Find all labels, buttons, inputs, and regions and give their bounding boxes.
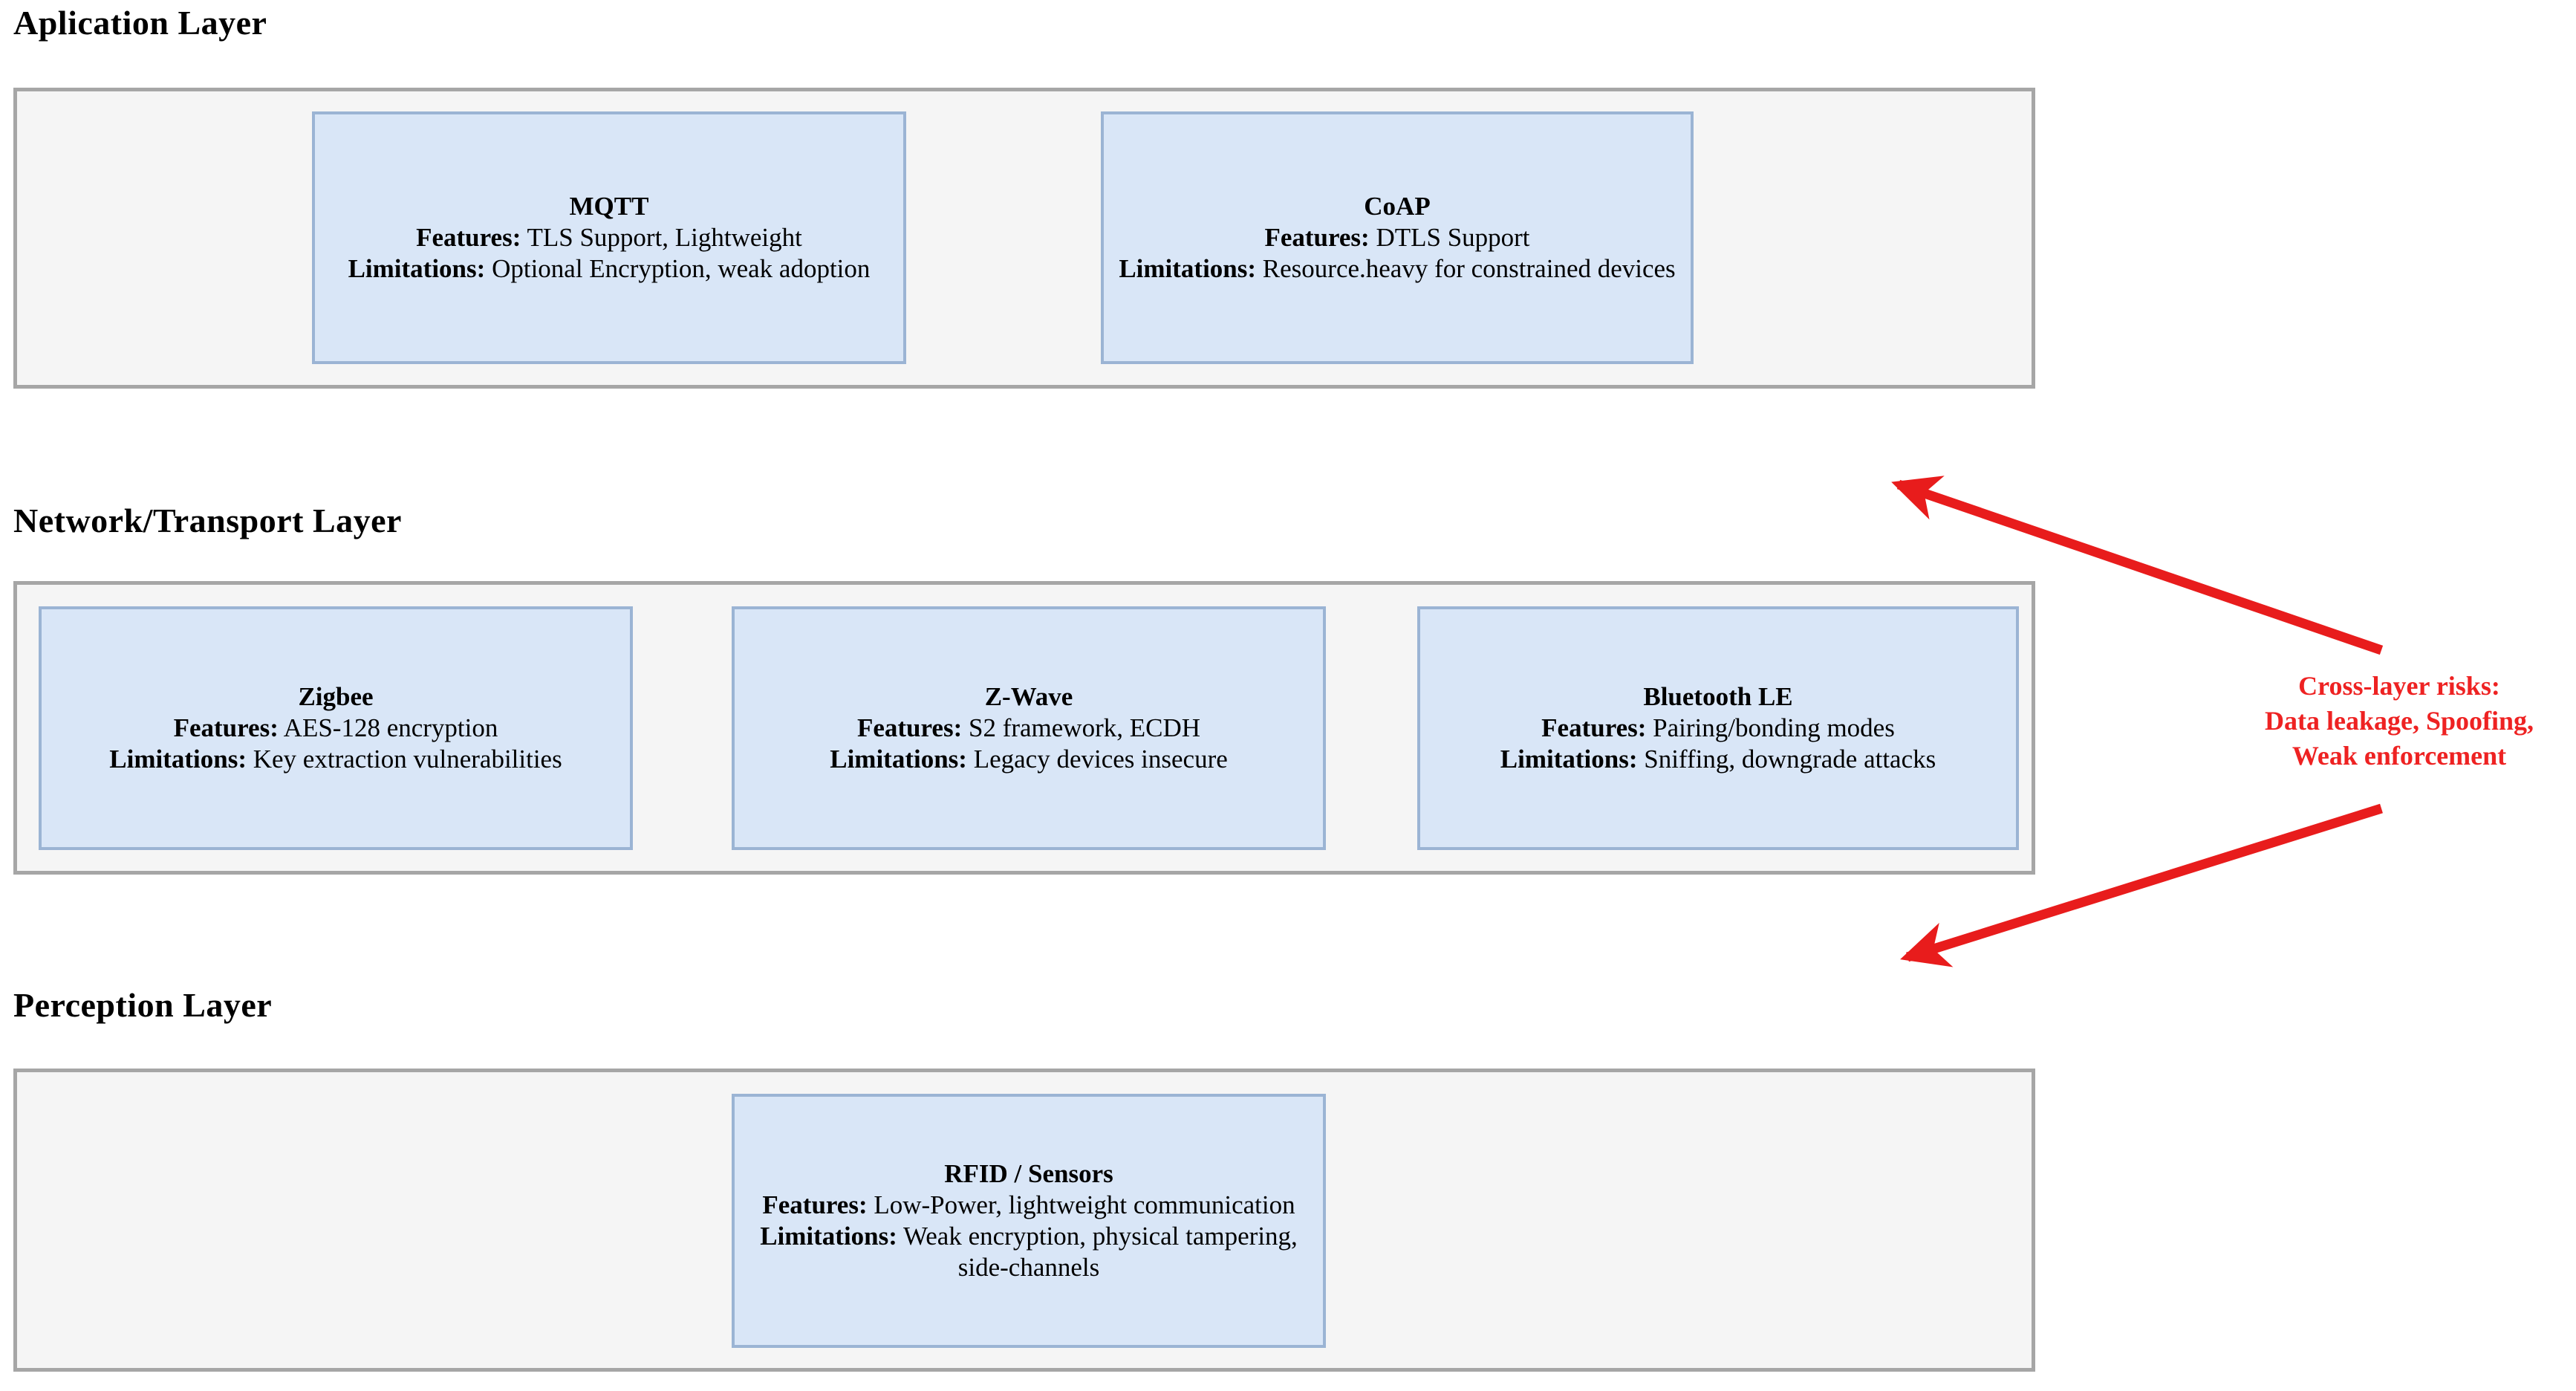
protocol-name-coap: CoAP [1364, 192, 1431, 221]
limitations-value: Resource.heavy for constrained devices [1256, 253, 1676, 283]
protocol-features-bluetooth-le: Features: Pairing/bonding modes [1541, 713, 1895, 744]
protocol-features-mqtt: Features: TLS Support, Lightweight [416, 222, 802, 253]
protocol-name-zigbee: Zigbee [298, 682, 374, 712]
protocol-box-zwave[interactable]: Z-Wave Features: S2 framework, ECDH Limi… [732, 606, 1326, 850]
limitations-label: Limitations: [760, 1221, 897, 1251]
limitations-label: Limitations: [1119, 253, 1257, 283]
layer-title-perception: Perception Layer [13, 986, 273, 1024]
protocol-box-zigbee[interactable]: Zigbee Features: AES-128 encryption Limi… [39, 606, 633, 850]
layer-title-network: Network/Transport Layer [13, 502, 402, 539]
limitations-label: Limitations: [830, 744, 967, 774]
protocol-box-coap[interactable]: CoAP Features: DTLS Support Limitations:… [1101, 111, 1694, 364]
features-value: Low-Power, lightweight communication [867, 1190, 1295, 1219]
protocol-features-coap: Features: DTLS Support [1264, 222, 1529, 253]
features-value: S2 framework, ECDH [962, 713, 1201, 742]
features-label: Features: [762, 1190, 868, 1219]
features-label: Features: [416, 222, 521, 252]
risk-line-3: Weak enforcement [2292, 740, 2507, 771]
protocol-limitations-mqtt: Limitations: Optional Encryption, weak a… [348, 253, 871, 285]
protocol-features-zigbee: Features: AES-128 encryption [174, 713, 498, 744]
risk-line-2: Data leakage, Spoofing, [2264, 705, 2534, 736]
limitations-value: Sniffing, downgrade attacks [1637, 744, 1936, 774]
features-value: Pairing/bonding modes [1646, 713, 1895, 742]
limitations-value: Legacy devices insecure [966, 744, 1228, 774]
protocol-limitations-zigbee: Limitations: Key extraction vulnerabilit… [109, 744, 562, 775]
protocol-name-rfid-sensors: RFID / Sensors [944, 1159, 1113, 1189]
protocol-limitations-zwave: Limitations: Legacy devices insecure [830, 744, 1228, 775]
protocol-box-mqtt[interactable]: MQTT Features: TLS Support, Lightweight … [312, 111, 906, 364]
layer-title-application: Aplication Layer [13, 4, 267, 42]
features-value: AES-128 encryption [278, 713, 498, 742]
features-value: DTLS Support [1369, 222, 1530, 252]
limitations-label: Limitations: [348, 253, 486, 283]
protocol-features-rfid-sensors: Features: Low-Power, lightweight communi… [762, 1190, 1295, 1221]
cross-layer-risks-note: Cross-layer risks: Data leakage, Spoofin… [2243, 669, 2555, 773]
protocol-features-zwave: Features: S2 framework, ECDH [857, 713, 1200, 744]
limitations-label: Limitations: [109, 744, 247, 774]
features-value: TLS Support, Lightweight [521, 222, 802, 252]
limitations-value: Key extraction vulnerabilities [247, 744, 562, 774]
protocol-limitations-coap: Limitations: Resource.heavy for constrai… [1119, 253, 1675, 285]
features-label: Features: [1541, 713, 1647, 742]
protocol-box-rfid-sensors[interactable]: RFID / Sensors Features: Low-Power, ligh… [732, 1094, 1326, 1348]
protocol-name-zwave: Z-Wave [984, 682, 1073, 712]
limitations-label: Limitations: [1500, 744, 1638, 774]
features-label: Features: [856, 713, 963, 742]
risk-line-1: Cross-layer risks: [2298, 671, 2500, 701]
limitations-value: Optional Encryption, weak adoption [485, 253, 871, 283]
protocol-box-bluetooth-le[interactable]: Bluetooth LE Features: Pairing/bonding m… [1417, 606, 2019, 850]
protocol-limitations-rfid-sensors: Limitations: Weak encryption, physical t… [745, 1221, 1313, 1283]
protocol-name-bluetooth-le: Bluetooth LE [1643, 682, 1793, 712]
features-label: Features: [173, 713, 279, 742]
limitations-value: Weak encryption, physical tampering, sid… [897, 1221, 1298, 1282]
features-label: Features: [1264, 222, 1370, 252]
protocol-name-mqtt: MQTT [569, 192, 649, 221]
protocol-limitations-bluetooth-le: Limitations: Sniffing, downgrade attacks [1500, 744, 1936, 775]
